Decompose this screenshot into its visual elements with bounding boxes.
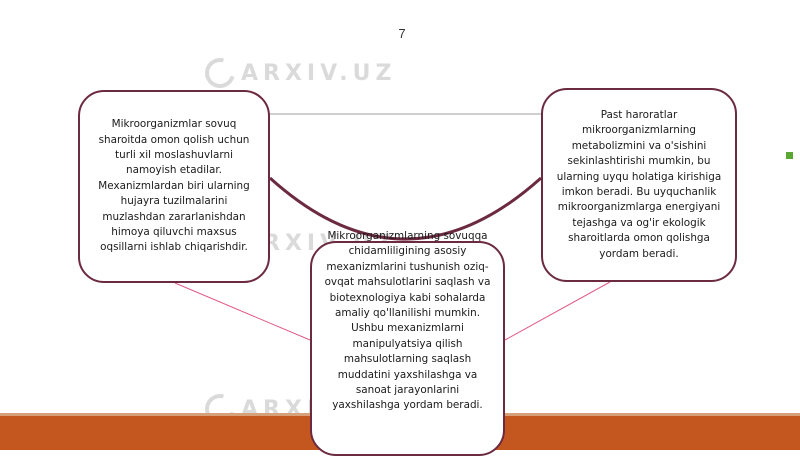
info-box-center: Mikroorganizmlarning sovuqqa chidamlilig… — [310, 230, 505, 456]
watermark-text: ARXIV.UZ — [241, 60, 397, 86]
info-box-right: Past haroratlar mikroorganizmlarning met… — [541, 88, 737, 282]
info-box-left: Mikroorganizmlar sovuq sharoitda omon qo… — [78, 90, 270, 283]
info-box-right-text: Past haroratlar mikroorganizmlarning met… — [556, 108, 722, 260]
connector-left-pink — [174, 282, 311, 341]
watermark-top: ARXIV.UZ — [199, 52, 397, 94]
connector-right-pink — [504, 281, 611, 341]
info-box-center-frame — [310, 241, 505, 456]
info-box-left-text: Mikroorganizmlar sovuq sharoitda omon qo… — [98, 118, 250, 254]
page-number: 7 — [398, 26, 406, 41]
info-box-center-text: Mikroorganizmlarning sovuqqa chidamlilig… — [324, 230, 491, 412]
connector-arc — [268, 176, 543, 241]
accent-marker — [786, 152, 793, 159]
